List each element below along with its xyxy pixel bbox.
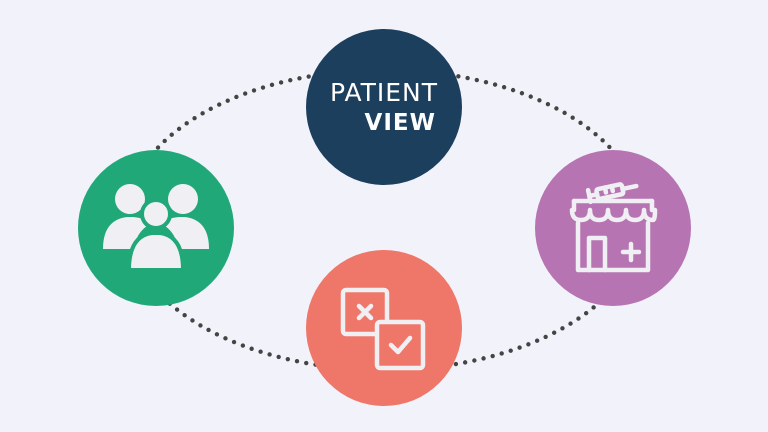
people-group-icon: [103, 184, 209, 272]
cross-check-boxes-icon: [340, 287, 426, 371]
pharmacy-node: [535, 150, 691, 306]
patient-view-node: [306, 29, 462, 185]
patients-node: [78, 150, 234, 306]
pharmacy-store-icon: [569, 182, 658, 273]
decisions-node: [306, 250, 462, 406]
